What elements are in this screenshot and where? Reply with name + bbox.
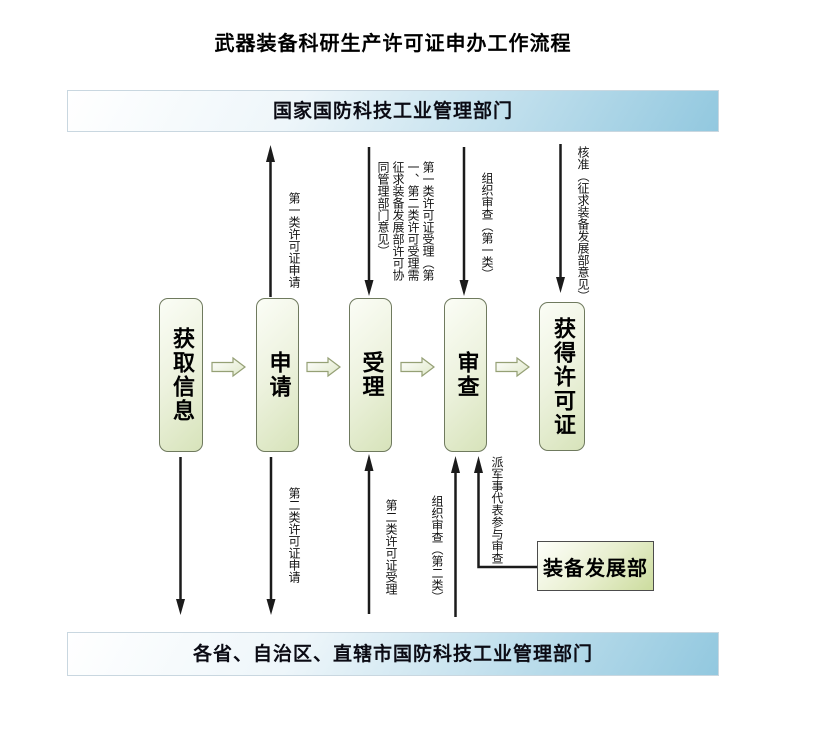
arrow-info-down-icon bbox=[176, 457, 185, 615]
step-box-obtain-license: 获得许可证 bbox=[539, 302, 585, 451]
arrow-class2-apply-down-icon bbox=[266, 457, 276, 615]
arrow-class2-accept-up-icon bbox=[364, 454, 374, 614]
equipment-development-dept-box: 装备发展部 bbox=[537, 541, 654, 591]
arrow-class1-accept-down-icon bbox=[364, 147, 374, 296]
arrow-military-rep-bent-icon bbox=[474, 456, 537, 569]
arrow-approval-down-icon bbox=[556, 144, 565, 293]
provincial-authority-bar: 各省、自治区、直辖市国防科技工业管理部门 bbox=[67, 632, 719, 676]
label-approval: 核准（征求装备发展部意见） bbox=[576, 146, 590, 302]
step-label: 获取信息 bbox=[169, 327, 194, 423]
step-box-review: 审查 bbox=[444, 298, 487, 452]
flow-arrow-2-icon bbox=[306, 356, 341, 378]
page-title: 武器装备科研生产许可证申办工作流程 bbox=[214, 31, 572, 55]
step-label: 审查 bbox=[453, 351, 479, 399]
arrow-class1-apply-up-icon bbox=[266, 145, 275, 297]
flow-arrow-3-icon bbox=[400, 356, 435, 378]
step-label: 受理 bbox=[358, 351, 384, 399]
label-class2-apply: 第二类许可证申请 bbox=[287, 487, 301, 583]
label-class1-apply: 第一类许可证申请 bbox=[287, 192, 301, 288]
equipment-development-dept-label: 装备发展部 bbox=[543, 555, 648, 580]
step-label: 获得许可证 bbox=[550, 316, 575, 437]
step-box-accept: 受理 bbox=[349, 298, 392, 452]
label-class1-review: 组织审查（第一类） bbox=[480, 172, 494, 280]
flow-arrow-4-icon bbox=[495, 356, 530, 378]
arrow-class1-review-down-icon bbox=[459, 147, 469, 296]
step-label: 申请 bbox=[265, 351, 291, 399]
label-class2-review: 组织审查（第二类） bbox=[430, 495, 444, 603]
flow-arrow-1-icon bbox=[211, 356, 246, 378]
label-class1-accept: 第一类许可证受理（第一、第二类许可受理需征求装备发展部许可协同管理部门意见） bbox=[376, 161, 435, 281]
arrow-class2-review-up-icon bbox=[451, 456, 460, 617]
label-military-rep: 派军事代表参与审查 bbox=[490, 456, 504, 564]
step-box-apply: 申请 bbox=[256, 298, 299, 452]
label-class2-accept: 第二类许可证受理 bbox=[384, 499, 398, 595]
step-box-get-info: 获取信息 bbox=[159, 298, 203, 452]
national-authority-bar: 国家国防科技工业管理部门 bbox=[67, 90, 719, 132]
